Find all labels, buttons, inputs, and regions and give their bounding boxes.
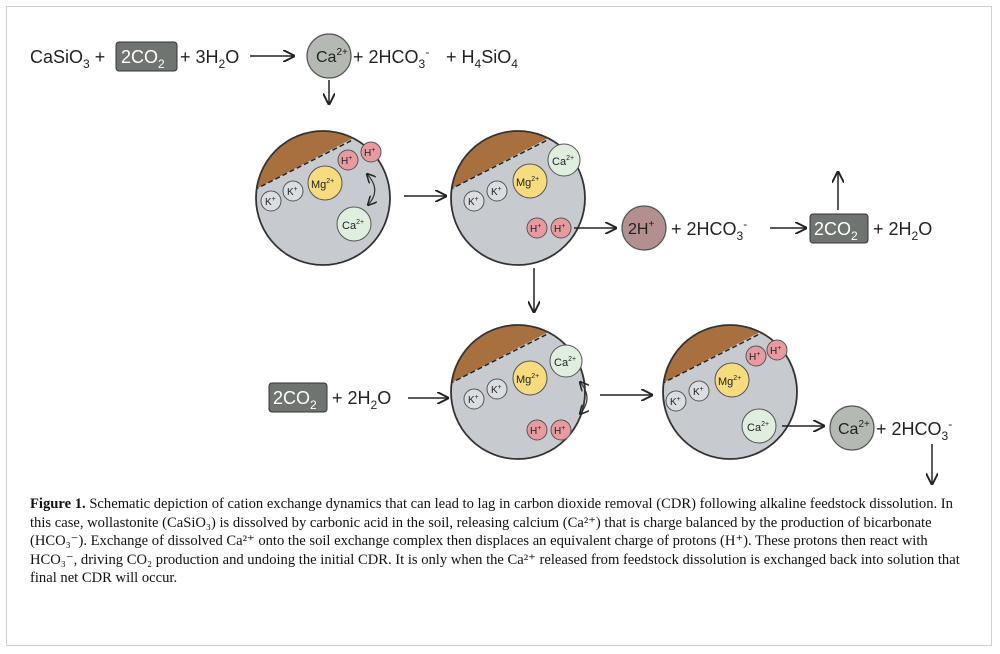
ca-ion (547, 143, 581, 177)
svg-text:H+: H+ (554, 223, 565, 235)
k-ion (486, 180, 508, 202)
h-ion (337, 149, 359, 171)
ca-ion-released (829, 405, 875, 451)
soil-particle-3: Ca2+ Mg2+ K+ K+ H+ H+ (450, 324, 587, 460)
h-ion (526, 217, 548, 239)
svg-text:K+: K+ (468, 196, 479, 208)
two-h-ion (621, 205, 667, 251)
ca-ion-top-label: Ca2+ (316, 47, 348, 66)
svg-text:K+: K+ (287, 186, 298, 198)
caption-text: Schematic depiction of cation exchange d… (30, 496, 960, 587)
k-ion (463, 388, 485, 410)
figure-label: Figure 1. (30, 496, 86, 512)
mg-ion (512, 360, 548, 396)
ca-ion (336, 206, 372, 242)
exchange-arrow (367, 174, 375, 205)
svg-text:K+: K+ (693, 386, 704, 398)
h-ion (550, 419, 572, 441)
svg-text:Mg2+: Mg2+ (516, 176, 539, 189)
figure-caption: Figure 1. Schematic depiction of cation … (30, 495, 960, 588)
bicarbonate-label-bottom: + 2HCO3- (876, 417, 952, 443)
soil-particle-4: H+ H+ Mg2+ K+ K+ Ca2+ (662, 324, 798, 460)
ca-release-chain: Ca2+ + 2HCO3- (782, 405, 952, 484)
k-ion (282, 180, 304, 202)
h-ion (360, 141, 382, 163)
product-bicarbonate: + 2HCO3- (353, 45, 429, 71)
mg-ion (714, 362, 750, 398)
svg-text:K+: K+ (491, 384, 502, 396)
k-ion (688, 380, 710, 402)
svg-text:H+: H+ (530, 223, 541, 235)
co2-box-bottom (268, 382, 328, 413)
h-ion (550, 217, 572, 239)
svg-text:H+: H+ (554, 425, 565, 437)
ca-ion (741, 408, 777, 444)
proton-reaction-chain: 2H+ + 2HCO3- 2CO2 + 2H2O (574, 172, 932, 251)
soil-particle-2: Ca2+ Mg2+ K+ K+ H+ H+ (450, 130, 586, 266)
svg-text:+ 2H2O: + 2H2O (332, 388, 391, 412)
h-ion (526, 419, 548, 441)
svg-text:Ca2+: Ca2+ (838, 419, 870, 438)
exchange-arrow (580, 382, 587, 414)
mg-ion (512, 163, 548, 199)
co2-box-right (809, 213, 869, 244)
svg-text:Mg2+: Mg2+ (516, 373, 539, 386)
co2-box-top-label: 2CO2 (121, 47, 165, 71)
k-ion (486, 378, 508, 400)
top-equation: CaSiO3 + 2CO2 + 3H2O Ca2+ + 2HCO3- + H4S… (30, 33, 518, 104)
h-ion (766, 339, 788, 361)
svg-text:Mg2+: Mg2+ (311, 178, 334, 191)
svg-text:2CO2: 2CO2 (814, 219, 858, 243)
k-ion (665, 390, 687, 412)
svg-text:K+: K+ (491, 186, 502, 198)
svg-text:Ca2+: Ca2+ (747, 421, 769, 434)
co2-box-top (115, 41, 178, 72)
soil-particle-1: H+ H+ Mg2+ K+ K+ Ca2+ (255, 130, 391, 266)
svg-text:H+: H+ (770, 345, 781, 357)
k-ion (260, 190, 282, 212)
svg-text:H+: H+ (364, 147, 375, 159)
svg-text:Ca2+: Ca2+ (554, 356, 576, 369)
svg-text:K+: K+ (670, 396, 681, 408)
svg-text:K+: K+ (265, 196, 276, 208)
reactant-casio3: CaSiO3 + (30, 47, 105, 71)
figure-frame (6, 6, 992, 646)
svg-text:2H+: 2H+ (628, 219, 654, 238)
k-ion (463, 190, 485, 212)
svg-text:Ca2+: Ca2+ (342, 219, 364, 232)
svg-text:H+: H+ (530, 425, 541, 437)
svg-text:H+: H+ (341, 155, 352, 167)
reactant-water: + 3H2O (180, 47, 239, 71)
svg-text:2CO2: 2CO2 (273, 388, 317, 412)
svg-text:Mg2+: Mg2+ (718, 375, 741, 388)
svg-text:H+: H+ (749, 351, 760, 363)
bicarbonate-label: + 2HCO3- (671, 217, 747, 243)
svg-text:Ca2+: Ca2+ (552, 155, 574, 168)
co2-input: 2CO2 + 2H2O (268, 382, 448, 413)
mg-ion (307, 165, 343, 201)
ca-ion-top (306, 33, 352, 79)
ca-ion (549, 344, 583, 378)
h-ion (745, 345, 767, 367)
product-silicic-acid: + H4SiO4 (446, 47, 518, 71)
svg-text:K+: K+ (468, 394, 479, 406)
water-label: + 2H2O (873, 219, 932, 243)
